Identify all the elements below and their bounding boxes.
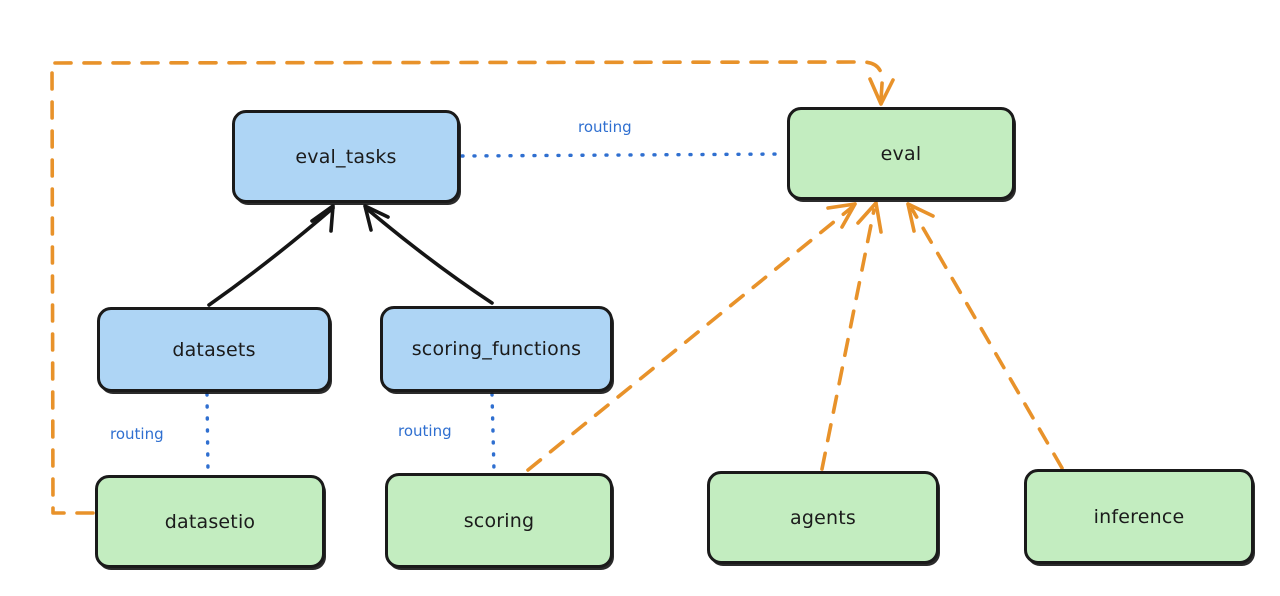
node-label-inference: inference [1093, 505, 1185, 528]
node-datasets[interactable]: datasets [97, 307, 331, 392]
edge-datasetio-to-eval [50, 60, 895, 515]
node-label-scoring_functions: scoring_functions [411, 338, 582, 360]
node-label-datasets: datasets [172, 338, 256, 361]
edge-label-routing-scoring_functions-scoring: routing [398, 422, 452, 440]
edge-eval_tasks-to-eval [460, 152, 787, 158]
node-eval_tasks[interactable]: eval_tasks [232, 110, 460, 203]
edge-inference-to-eval [906, 202, 1064, 470]
edge-scoring_functions-to-scoring [490, 392, 496, 473]
node-datasetio[interactable]: datasetio [95, 475, 325, 568]
edge-label-routing-datasets-datasetio: routing [110, 425, 164, 443]
node-label-eval_tasks: eval_tasks [295, 145, 397, 168]
node-label-datasetio: datasetio [164, 510, 256, 533]
node-label-eval: eval [880, 142, 922, 165]
edge-label-routing-eval_tasks-eval: routing [578, 118, 632, 136]
node-scoring[interactable]: scoring [385, 473, 613, 568]
node-agents[interactable]: agents [707, 471, 939, 564]
edge-datasets-to-eval_tasks [207, 204, 335, 307]
edge-agents-to-eval [820, 201, 883, 471]
node-inference[interactable]: inference [1024, 469, 1254, 564]
edge-datasets-to-datasetio [205, 392, 210, 475]
node-scoring_functions[interactable]: scoring_functions [380, 306, 613, 392]
node-label-agents: agents [790, 506, 856, 529]
edge-scoring_functions-to-eval_tasks [363, 204, 494, 305]
node-eval[interactable]: eval [787, 107, 1015, 200]
node-label-scoring: scoring [463, 509, 535, 532]
